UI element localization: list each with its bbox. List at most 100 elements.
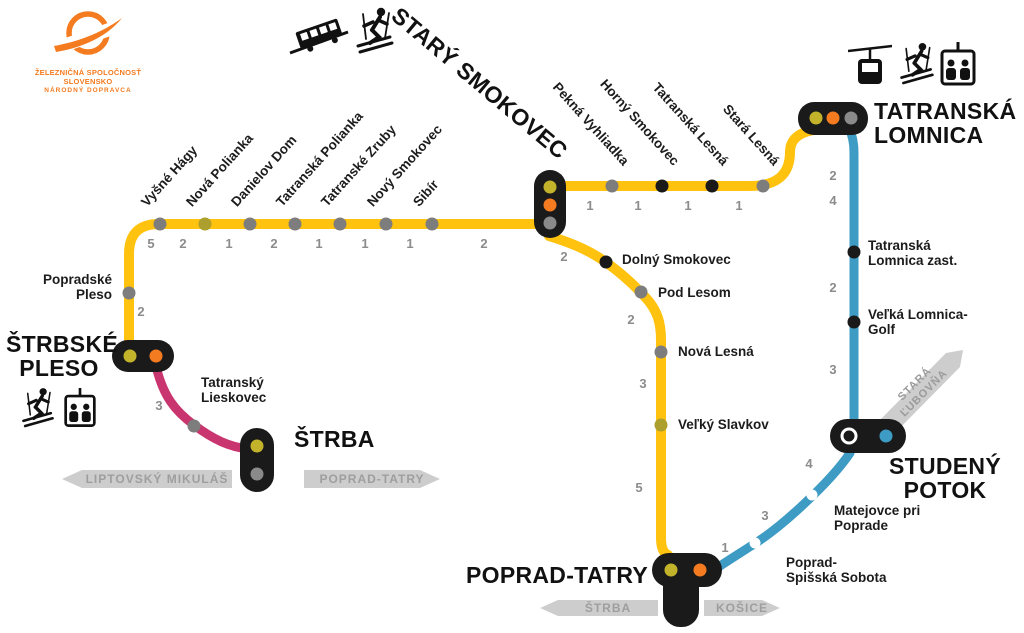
- travel-time: 2: [179, 236, 187, 251]
- station-label-spisska-sobota: Poprad- Spišská Sobota: [786, 555, 887, 585]
- station-dot-velky-slavkov: [654, 418, 668, 432]
- label-line: Tatranská: [868, 238, 931, 253]
- pill-dot-orange: [543, 198, 557, 212]
- travel-time: 4: [805, 456, 813, 471]
- arrow-label-strba: ŠTRBA: [584, 601, 632, 615]
- station-dot-tatransky-lieskovec: [187, 419, 201, 433]
- label-line: Lieskovec: [201, 390, 267, 406]
- station-dot-pod-lesom: [634, 285, 648, 299]
- ski-icon: [354, 6, 396, 61]
- station-label-tatranska-lomnica: TATRANSKÁ LOMNICA: [874, 99, 1016, 147]
- line-blue-south: [715, 448, 855, 571]
- station-label-poprad-tatry: POPRAD-TATRY: [466, 562, 649, 588]
- arrow-kosice: [704, 600, 780, 616]
- travel-time: 2: [480, 236, 488, 251]
- station-label-matejovce: Matejovce pri Poprade: [834, 503, 920, 533]
- chairlift-cabin-icon: [938, 42, 978, 95]
- label-line: ŠTRBSKÉ: [6, 331, 119, 357]
- arrow-liptovsky-mikulas: [62, 470, 232, 488]
- gondola-icon: [847, 44, 893, 95]
- station-label-dolny-smokovec: Dolný Smokovec: [622, 252, 731, 267]
- travel-time: 2: [560, 249, 568, 264]
- travel-time: 2: [627, 312, 635, 327]
- zssk-logo-emblem: [54, 11, 122, 56]
- ski-icon: [20, 386, 56, 435]
- chairlift-cabin-icon: [62, 388, 98, 436]
- station-dot-tatranska-lomnica-zast: [847, 245, 861, 259]
- label-line: Spišská Sobota: [786, 570, 887, 586]
- label-line: Veľká Lomnica-: [868, 307, 968, 322]
- station-label-popradske-pleso: Popradské Pleso: [18, 272, 112, 302]
- station-label-pod-lesom: Pod Lesom: [658, 285, 731, 300]
- label-line: PLESO: [19, 355, 99, 382]
- travel-time: 1: [315, 236, 323, 251]
- station-dot-pekna-vyhliadka: [605, 179, 619, 193]
- travel-time: 1: [361, 236, 369, 251]
- pill-dot-olive: [543, 180, 557, 194]
- travel-time: 3: [639, 376, 647, 391]
- pill-dot-orange: [693, 563, 707, 577]
- pill-dot-olive: [123, 349, 137, 363]
- pill-dot-gray: [250, 467, 264, 481]
- label-line: Poprad-: [786, 555, 838, 570]
- station-marker-strba: [240, 428, 274, 492]
- station-label-velky-slavkov: Veľký Slavkov: [678, 417, 769, 432]
- arrow-label-kosice: KOŠICE: [715, 601, 768, 615]
- label-line: Lomnica zast.: [868, 253, 958, 269]
- station-dot-vysne-hagy: [153, 217, 167, 231]
- travel-time: 1: [586, 198, 594, 213]
- travel-time: 1: [735, 198, 743, 213]
- line-yellow-south: [544, 231, 673, 560]
- travel-time: 1: [684, 198, 692, 213]
- label-line: Popradské: [42, 272, 112, 287]
- travel-time: 1: [634, 198, 642, 213]
- label-line: POTOK: [903, 477, 987, 504]
- travel-time: 3: [155, 398, 163, 413]
- station-dot-tatranska-polianka: [288, 217, 302, 231]
- travel-time: 2: [829, 168, 837, 183]
- travel-time: 1: [225, 236, 233, 251]
- station-dot-horny-smokovec: [655, 179, 669, 193]
- station-label-tatransky-lieskovec: Tatranský Lieskovec: [201, 375, 266, 405]
- station-dot-velka-lomnica-golf: [847, 315, 861, 329]
- pill-dot-orange: [826, 111, 840, 125]
- station-dot-dolny-smokovec: [599, 255, 613, 269]
- pill-dot-gray: [844, 111, 858, 125]
- station-dot-danielov-dom: [243, 217, 257, 231]
- station-label-nova-lesna: Nová Lesná: [678, 344, 754, 359]
- ski-icon: [898, 40, 936, 93]
- label-line: TATRANSKÁ: [874, 98, 1017, 124]
- station-label-strbske-pleso: ŠTRBSKÉ PLESO: [6, 331, 119, 382]
- arrow-strba: [540, 600, 658, 616]
- arrow-poprad-tatry: [304, 470, 440, 488]
- station-label-tatranska-lomnica-zast: Tatranská Lomnica zast.: [868, 238, 957, 268]
- pill-dot-orange: [149, 349, 163, 363]
- travel-time: 2: [137, 304, 145, 319]
- station-label-studeny-potok: STUDENÝ POTOK: [882, 454, 1008, 502]
- travel-time: 1: [721, 540, 729, 555]
- arrow-label-liptovsky-mikulas: LIPTOVSKÝ MIKULÁŠ: [85, 472, 229, 486]
- logo-company-name: ŽELEZNIČNÁ SPOLOČNOSŤ SLOVENSKO: [34, 68, 142, 86]
- label-line: STUDENÝ: [888, 453, 1001, 479]
- travel-time: 5: [635, 480, 643, 495]
- station-dot-tatranske-zruby: [333, 217, 347, 231]
- station-label-velka-lomnica-golf: Veľká Lomnica- Golf: [868, 307, 968, 337]
- logo-tagline: NÁRODNÝ DOPRAVCA: [44, 87, 132, 94]
- station-label-strba: ŠTRBA: [294, 426, 375, 452]
- travel-time: 4: [829, 193, 837, 208]
- station-marker-strbske-pleso: [112, 340, 174, 372]
- station-dot-tatranska-lesna: [705, 179, 719, 193]
- station-dot-matejovce: [806, 489, 818, 501]
- pill-dot-olive: [250, 439, 264, 453]
- station-dot-nova-polianka: [198, 217, 212, 231]
- station-marker-stary-smokovec: [534, 170, 566, 238]
- label-line: Matejovce pri: [834, 503, 921, 518]
- station-marker-tatranska-lomnica: [798, 102, 868, 135]
- station-dot-sibir: [425, 217, 439, 231]
- travel-time: 3: [761, 508, 769, 523]
- pill-dot-white-ring: [840, 427, 858, 445]
- station-marker-studeny-potok: [830, 419, 906, 453]
- pill-dot-olive: [809, 111, 823, 125]
- pill-dot-gray: [543, 216, 557, 230]
